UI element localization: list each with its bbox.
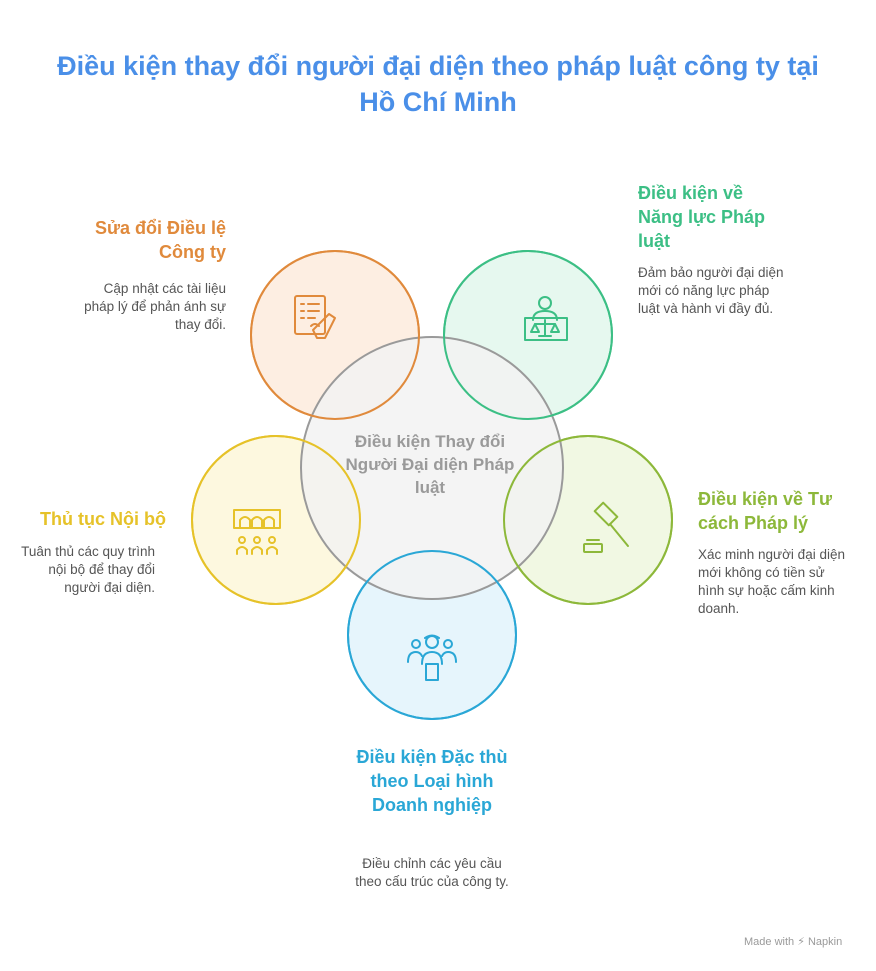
charter-description: Cập nhật các tài liệu pháp lý để phản án… (84, 281, 226, 332)
team-people-icon (407, 634, 457, 681)
building-people-icon (233, 509, 281, 555)
center-circle (300, 336, 564, 600)
internal-title: Thủ tục Nội bộ (40, 509, 166, 529)
judge-scales-icon (524, 296, 568, 341)
page-title-line-2: Hồ Chí Minh (359, 87, 517, 117)
center-label: Điều kiện Thay đổi Người Đại diện Pháp l… (345, 432, 515, 497)
page-title-line-1: Điều kiện thay đổi người đại diện theo p… (57, 51, 819, 81)
legal-capacity-description: Đảm bảo người đại diện mới có năng lực p… (638, 265, 784, 316)
document-signing-icon (294, 295, 336, 339)
business-type-title: Điều kiện Đặc thù theo Loại hình Doanh n… (356, 747, 508, 815)
napkin-watermark: Made with ⚡ Napkin (744, 936, 843, 948)
charter-title: Sửa đổi Điều lệ Công ty (94, 218, 226, 262)
legal-status-title: Điều kiện về Tư cách Pháp lý (698, 489, 833, 533)
business-type-description: Điều chỉnh các yêu cầu theo cấu trúc của… (355, 856, 509, 889)
page-title: Điều kiện thay đổi người đại diện theo p… (0, 48, 876, 120)
legal-status-description: Xác minh người đại diện mới không có tiề… (698, 547, 845, 616)
internal-description: Tuân thủ các quy trình nội bộ để thay đổ… (21, 544, 155, 595)
legal-capacity-title: Điều kiện về Năng lực Pháp luật (638, 183, 766, 251)
gavel-icon (583, 501, 629, 553)
